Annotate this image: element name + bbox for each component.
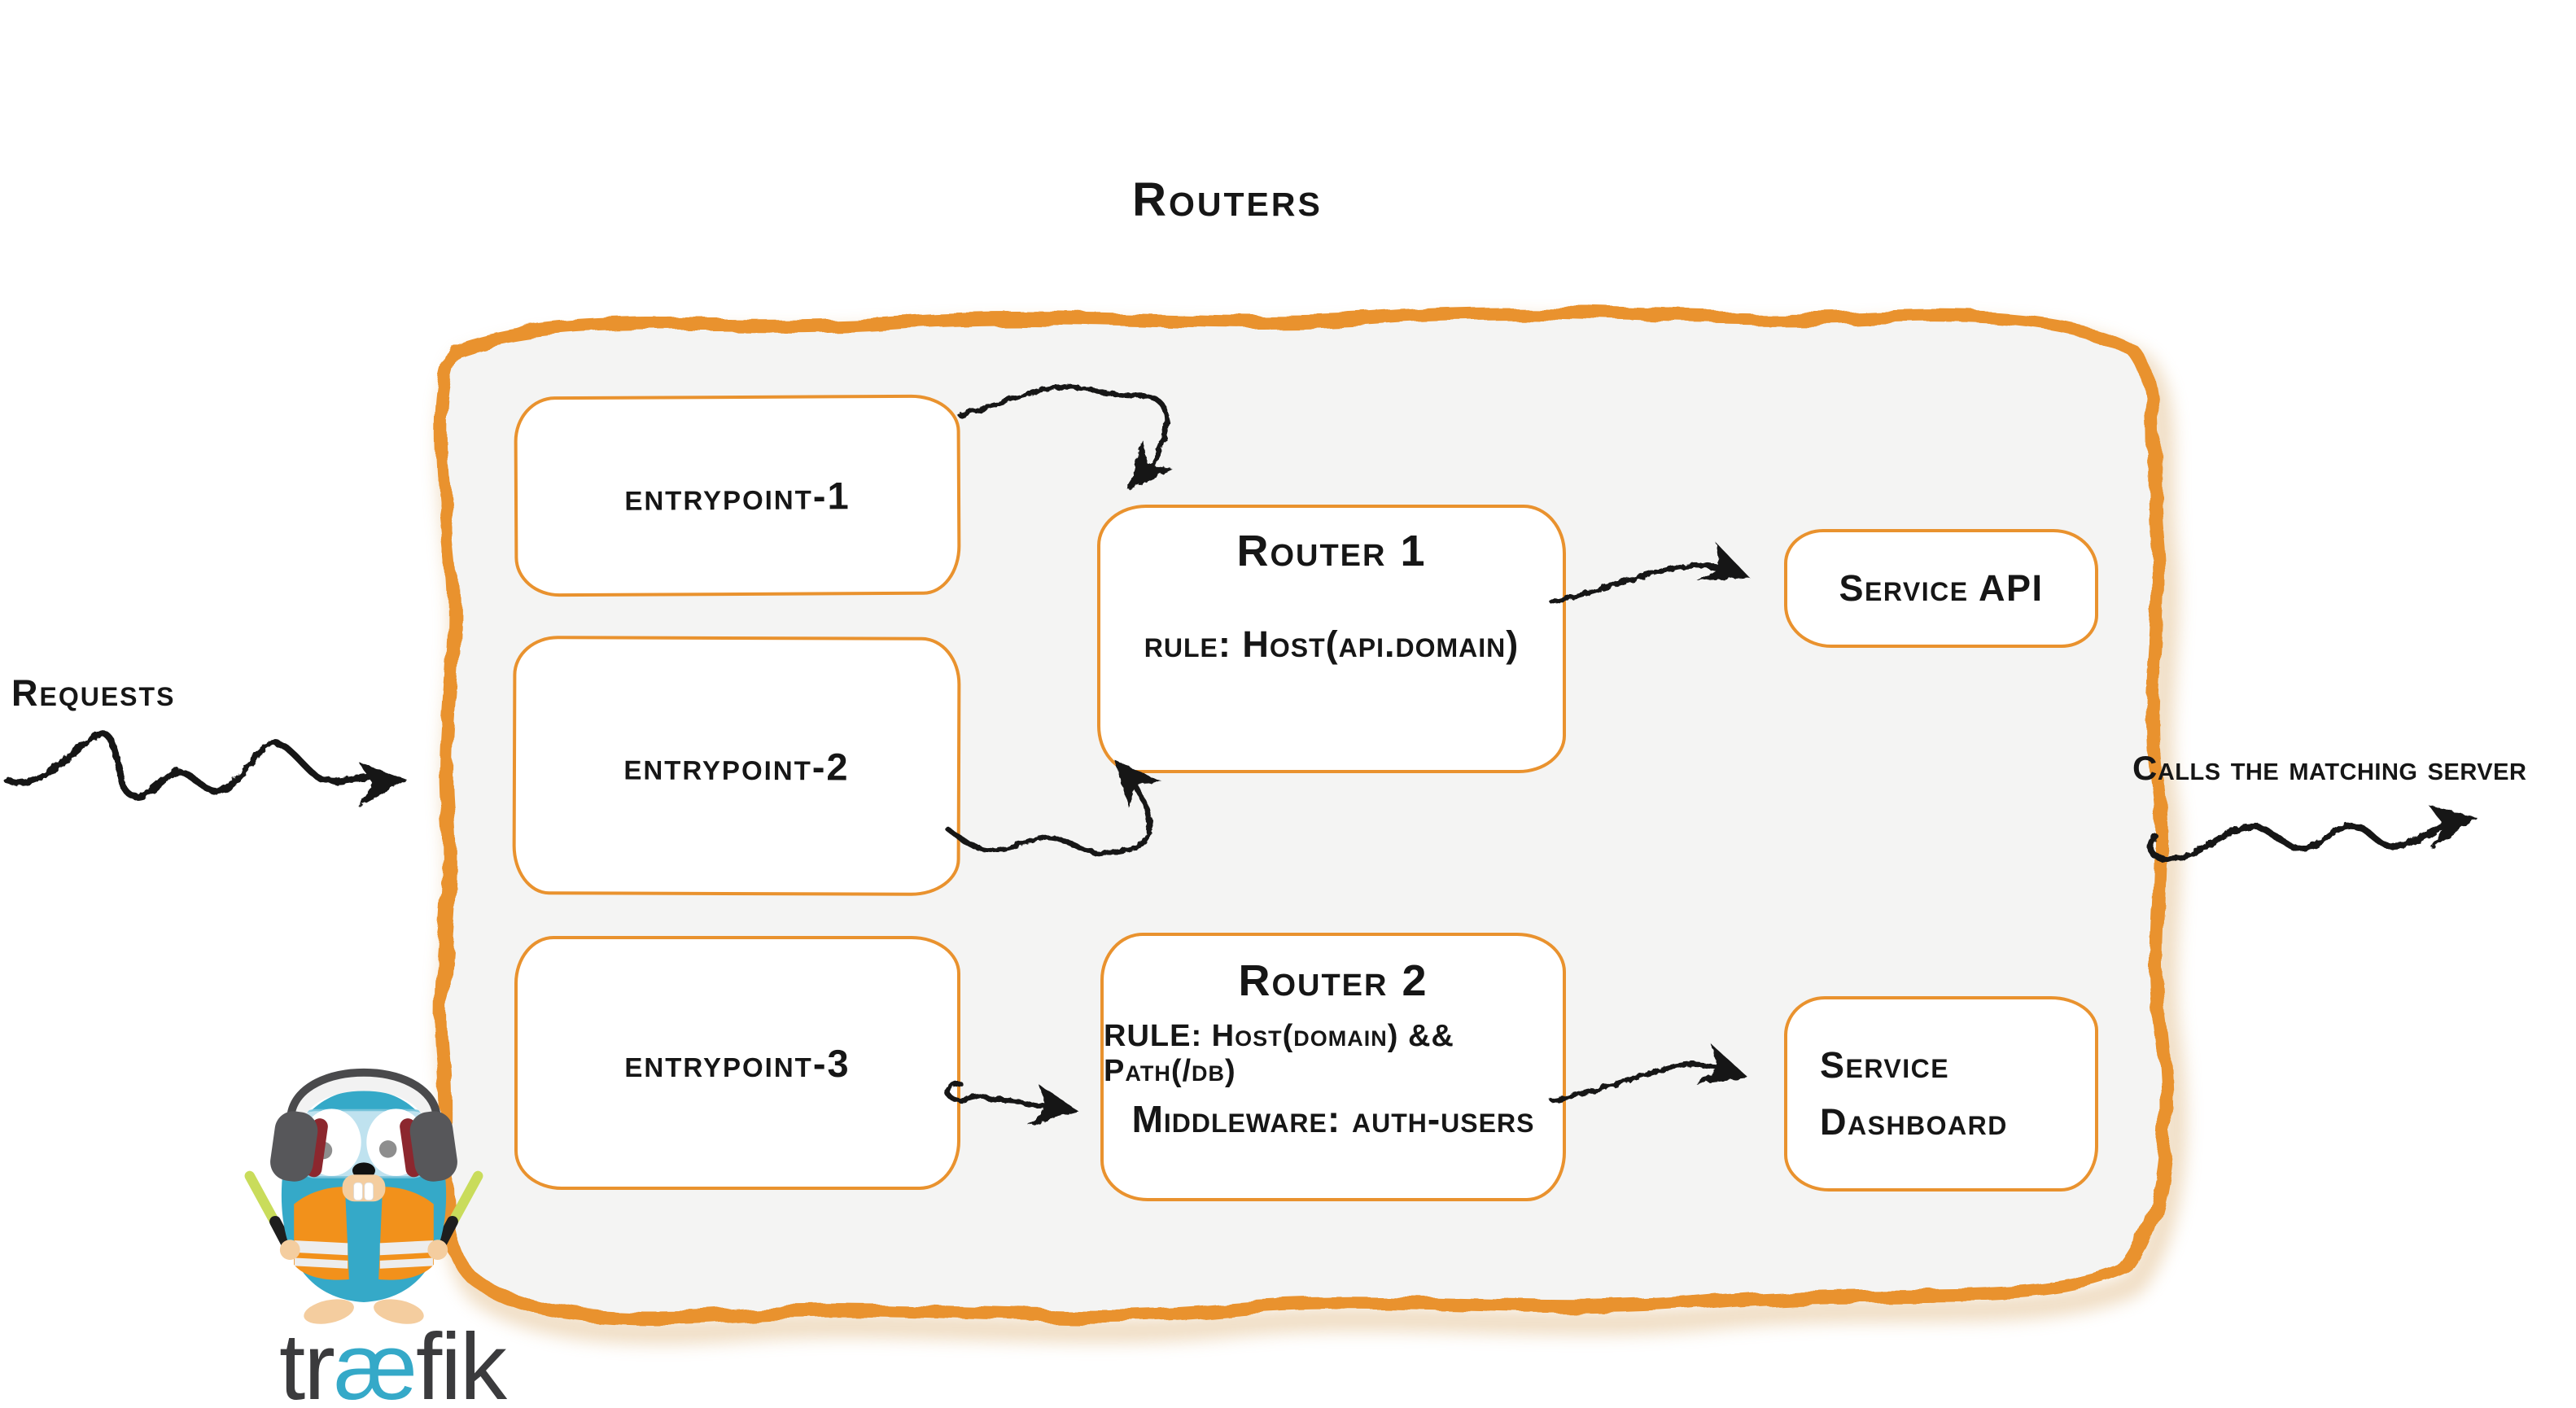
node-service-api: Service API [1784,529,2098,648]
router-1-title: Router 1 [1236,527,1427,575]
router-2-rule: RULE: Host(domain) && Path(/db) [1104,1019,1454,1088]
service-api-label: Service API [1839,567,2044,610]
node-entrypoint-2: entrypoint-2 [512,636,961,896]
requests-arrow-icon [3,730,409,807]
traefik-mascot-icon [244,1069,483,1324]
router1-to-service-api-arrow-icon [1550,541,1758,606]
node-entrypoint-3: entrypoint-3 [514,936,960,1190]
router-1-rule: rule: Host(api.domain) [1144,623,1520,665]
router-2-middleware: Middleware: auth-users [1131,1098,1535,1140]
wordmark-pre: tr [278,1314,335,1408]
node-service-dashboard: Service Dashboard [1784,996,2098,1192]
router2-to-service-dashboard-arrow-icon [1550,1043,1755,1104]
calls-matching-server-arrow-icon [2147,797,2482,863]
wordmark-ligature: æ [333,1314,418,1408]
node-entrypoint-1: entrypoint-1 [514,394,961,597]
calls-matching-server-label: Calls the matching server [2132,749,2527,787]
wordmark-post: fik [416,1314,507,1408]
entrypoint1-to-router1-arrow-icon [957,384,1175,504]
entrypoint-2-label: entrypoint-2 [623,744,850,788]
page-title: Routers [1132,173,1323,226]
traefik-wordmark: træfik [213,1312,571,1408]
node-router-1: Router 1 rule: Host(api.domain) [1097,505,1566,773]
router-2-title: Router 2 [1238,956,1428,1005]
entrypoint-1-label: entrypoint-1 [624,473,851,518]
entrypoint-3-label: entrypoint-3 [624,1041,851,1085]
service-dashboard-label-line2: Dashboard [1820,1101,2008,1143]
entrypoint3-to-router2-arrow-icon [944,1081,1083,1135]
requests-label: Requests [11,672,176,714]
node-router-2: Router 2 RULE: Host(domain) && Path(/db)… [1100,933,1566,1201]
service-dashboard-label-line1: Service [1820,1044,1950,1087]
